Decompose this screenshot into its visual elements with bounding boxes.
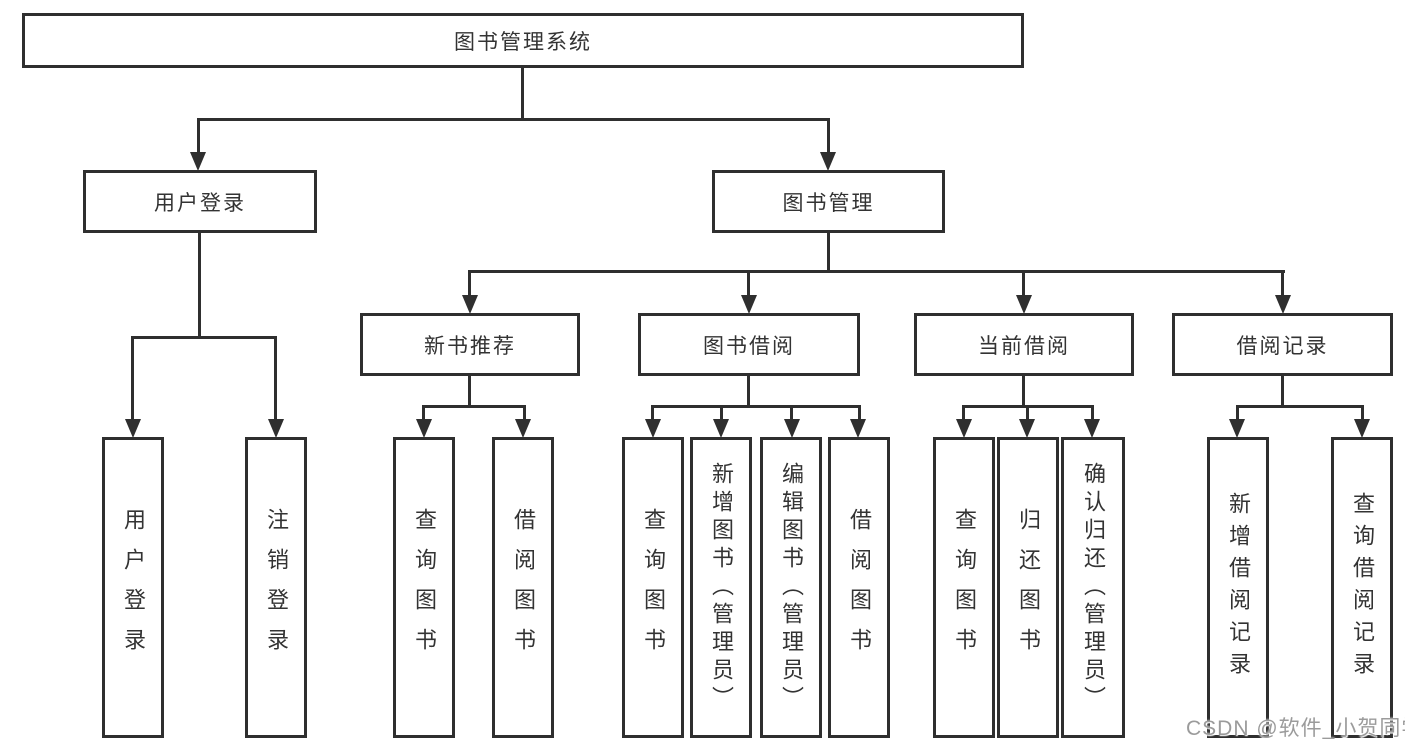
arrow-down-icon: [713, 419, 729, 438]
arrow-down-icon: [645, 419, 661, 438]
node-label: 当前借阅: [978, 334, 1070, 358]
leaf-add-books-admin: 新增图书（管理员）: [690, 437, 752, 738]
connector-drop-leaf: [523, 405, 526, 419]
node-label: 新书推荐: [424, 334, 516, 358]
connector-drop-user-login: [197, 118, 200, 152]
connector-book-management-stem: [827, 233, 830, 270]
arrow-down-icon: [1016, 295, 1032, 314]
connector-current-borrow-stem: [1022, 376, 1025, 405]
arrow-down-icon: [125, 419, 141, 438]
node-label: 借阅记录: [1236, 334, 1329, 358]
arrow-down-icon: [416, 419, 432, 438]
leaf-label: 查询借阅记录: [1350, 491, 1375, 684]
node-label: 用户登录: [154, 191, 246, 215]
connector-borrow-records-horizontal: [1236, 405, 1364, 408]
arrow-down-icon: [820, 152, 836, 171]
leaf-add-borrow-record: 新增借阅记录: [1207, 437, 1269, 738]
node-book-management: 图书管理: [712, 170, 945, 233]
connector-drop-leaf: [1236, 405, 1239, 419]
arrow-down-icon: [268, 419, 284, 438]
connector-drop-leaf-logout: [274, 336, 277, 419]
leaf-label: 借阅图书: [511, 507, 536, 668]
connector-root-stem: [521, 68, 524, 118]
connector-drop-leaf: [651, 405, 654, 419]
connector-drop-book-management: [827, 118, 830, 152]
connector-user-login-horizontal: [131, 336, 277, 339]
node-label: 图书借阅: [703, 334, 795, 358]
connector-drop-current-borrow: [1022, 270, 1025, 295]
leaf-label: 借阅图书: [847, 507, 872, 668]
connector-drop-leaf: [790, 405, 793, 419]
node-library-management-system: 图书管理系统: [22, 13, 1024, 68]
leaf-label: 确认归还（管理员）: [1081, 461, 1106, 714]
connector-drop-book-borrow: [747, 270, 750, 295]
connector-drop-new-book: [468, 270, 471, 295]
leaf-label: 新增图书（管理员）: [709, 461, 734, 714]
leaf-label: 用户登录: [121, 507, 146, 668]
arrow-down-icon: [956, 419, 972, 438]
connector-user-login-stem: [198, 233, 201, 336]
leaf-search-books-current: 查询图书: [933, 437, 995, 738]
leaf-label: 归还图书: [1016, 507, 1041, 668]
connector-book-management-horizontal: [468, 270, 1285, 273]
leaf-borrow-books: 借阅图书: [828, 437, 890, 738]
node-borrowing-records: 借阅记录: [1172, 313, 1393, 376]
connector-book-borrow-stem: [747, 376, 750, 405]
connector-drop-leaf-login: [131, 336, 134, 419]
arrow-down-icon: [1229, 419, 1245, 438]
node-label: 图书管理系统: [454, 30, 592, 54]
leaf-label: 查询图书: [952, 507, 977, 668]
arrow-down-icon: [784, 419, 800, 438]
connector-borrow-records-stem: [1281, 376, 1284, 405]
connector-drop-leaf: [858, 405, 861, 419]
arrow-down-icon: [1019, 419, 1035, 438]
leaf-label: 新增借阅记录: [1226, 491, 1251, 684]
connector-drop-leaf: [720, 405, 723, 419]
connector-drop-leaf: [962, 405, 965, 419]
arrow-down-icon: [1354, 419, 1370, 438]
connector-new-book-horizontal: [422, 405, 526, 408]
connector-drop-leaf: [1091, 405, 1094, 419]
node-new-book-recommendation: 新书推荐: [360, 313, 580, 376]
leaf-search-books-recommend: 查询图书: [393, 437, 455, 738]
arrow-down-icon: [850, 419, 866, 438]
node-book-borrowing: 图书借阅: [638, 313, 860, 376]
arrow-down-icon: [1275, 295, 1291, 314]
leaf-label: 查询图书: [641, 507, 666, 668]
leaf-search-borrow-record: 查询借阅记录: [1331, 437, 1393, 738]
connector-drop-leaf: [422, 405, 425, 419]
leaf-search-books-borrow: 查询图书: [622, 437, 684, 738]
leaf-confirm-return-admin: 确认归还（管理员）: [1061, 437, 1125, 738]
arrow-down-icon: [515, 419, 531, 438]
connector-drop-borrow-records: [1281, 270, 1284, 295]
leaf-label: 编辑图书（管理员）: [779, 461, 804, 714]
leaf-return-books: 归还图书: [997, 437, 1059, 738]
leaf-edit-books-admin: 编辑图书（管理员）: [760, 437, 822, 738]
node-user-login: 用户登录: [83, 170, 317, 233]
leaf-user-login: 用户登录: [102, 437, 164, 738]
arrow-down-icon: [462, 295, 478, 314]
arrow-down-icon: [741, 295, 757, 314]
connector-drop-leaf: [1361, 405, 1364, 419]
connector-drop-leaf: [1026, 405, 1029, 419]
node-current-borrowing: 当前借阅: [914, 313, 1134, 376]
arrow-down-icon: [1084, 419, 1100, 438]
leaf-borrow-books-recommend: 借阅图书: [492, 437, 554, 738]
connector-root-horizontal: [197, 118, 830, 121]
leaf-label: 注销登录: [264, 507, 289, 668]
watermark: CSDN @软件_小贺同学: [1186, 717, 1405, 740]
node-label: 图书管理: [782, 191, 875, 215]
connector-new-book-stem: [468, 376, 471, 405]
arrow-down-icon: [190, 152, 206, 171]
connector-book-borrow-horizontal: [651, 405, 861, 408]
leaf-logout: 注销登录: [245, 437, 307, 738]
leaf-label: 查询图书: [412, 507, 437, 668]
